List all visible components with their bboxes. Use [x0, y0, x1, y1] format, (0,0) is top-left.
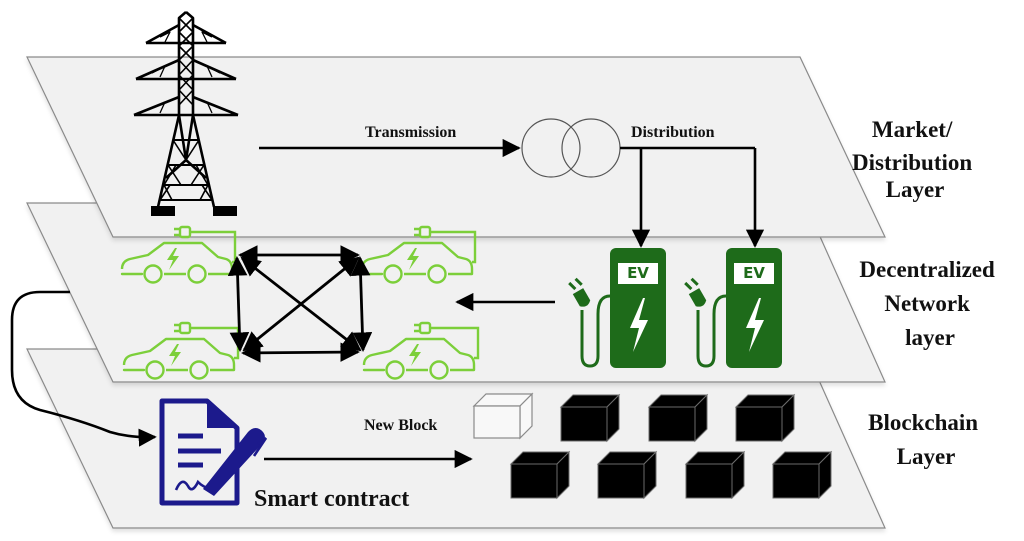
blockchain-layer-title-line-2: Layer	[897, 444, 956, 469]
network-layer-title-line-2: Network	[884, 291, 970, 316]
transmission-tower-icon	[133, 11, 239, 208]
blockchain-layer-title: Blockchain Layer	[868, 410, 984, 469]
network-layer-title-line-1: Decentralized	[859, 257, 995, 282]
smart-contract-label: Smart contract	[254, 486, 409, 512]
market-layer-title: Market/ Distribution Layer	[852, 117, 978, 202]
plug-icon	[174, 225, 192, 239]
block-cube-icon	[560, 394, 620, 442]
new-block-label: New Block	[364, 417, 437, 434]
network-layer-title: Decentralized Network layer	[859, 257, 1000, 350]
block-cube-icon	[735, 394, 795, 442]
plug-icon	[414, 321, 432, 335]
tower-foot-right	[213, 206, 237, 216]
tower-foot-left	[151, 206, 175, 216]
block-cube-icon	[685, 451, 745, 499]
network-to-contract-arrow	[10, 290, 157, 447]
car-2-cable	[430, 230, 477, 264]
new-block-cube-icon	[472, 392, 534, 440]
plug-icon	[174, 321, 192, 335]
blockchain-layer-title-line-1: Blockchain	[868, 410, 978, 435]
block-cube-icon	[510, 451, 570, 499]
block-cube-icon	[597, 451, 657, 499]
plug-icon	[414, 225, 432, 239]
network-layer-title-line-3: layer	[905, 325, 955, 350]
smart-contract-document-icon	[159, 398, 268, 506]
market-layer-title-line-3: Layer	[886, 177, 945, 202]
ev-station-label-1: EV	[627, 264, 649, 282]
block-cube-icon	[772, 451, 832, 499]
ev-station-label-2: EV	[743, 264, 765, 282]
transmission-label: Transmission	[365, 124, 456, 141]
block-cube-icon	[648, 394, 708, 442]
distribution-label: Distribution	[631, 124, 715, 141]
p2p-mesh-arrows	[227, 245, 373, 363]
car-4-cable	[430, 326, 480, 360]
market-layer-title-line-1: Market/	[872, 117, 953, 142]
market-layer-title-line-2: Distribution	[852, 150, 972, 175]
